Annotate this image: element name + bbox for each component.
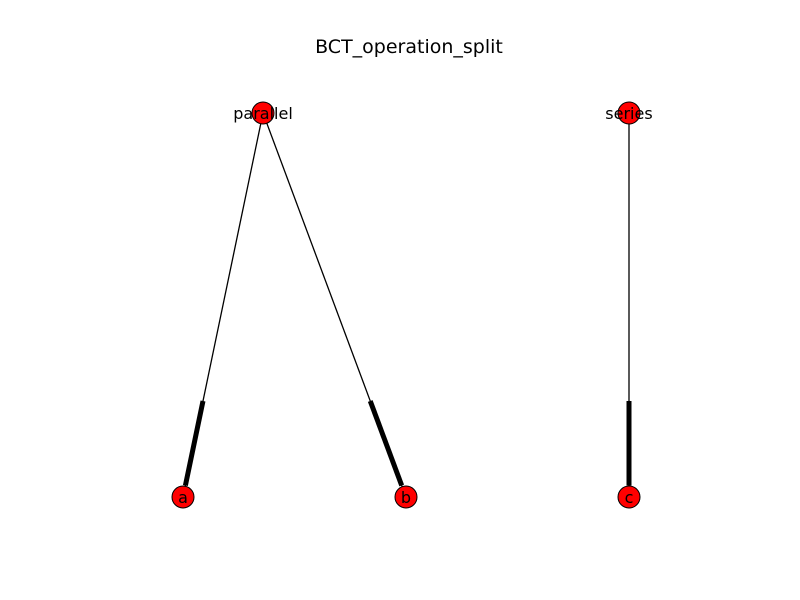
edges-layer <box>182 112 632 498</box>
node-label: parallel <box>233 104 293 123</box>
edge-parallel-a <box>182 112 264 498</box>
node-circle <box>394 485 418 509</box>
node-label: a <box>178 488 188 507</box>
node-c: c <box>617 485 641 509</box>
edge-parallel-b <box>262 112 407 498</box>
edge-arrowhead <box>182 400 206 486</box>
node-b: b <box>394 485 418 509</box>
diagram-title: BCT_operation_split <box>315 36 503 58</box>
node-circle <box>171 485 195 509</box>
node-circle <box>617 101 641 125</box>
node-circle <box>251 101 275 125</box>
edge-arrowhead <box>367 400 405 487</box>
node-a: a <box>171 485 195 509</box>
nodes-layer: parallel series a b c <box>171 101 653 509</box>
node-circle <box>617 485 641 509</box>
node-series: series <box>605 101 653 125</box>
node-label: series <box>605 104 652 123</box>
node-parallel: parallel <box>233 101 293 125</box>
node-label: c <box>625 488 634 507</box>
node-label: b <box>401 488 411 507</box>
